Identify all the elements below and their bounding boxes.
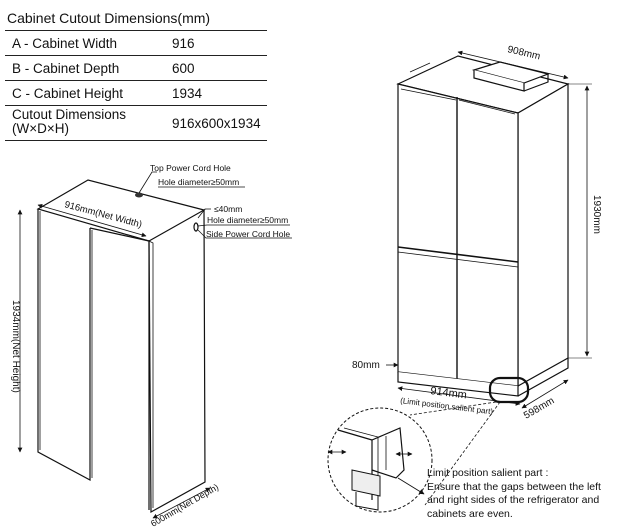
row-value: 916x600x1934 <box>172 116 261 131</box>
row-value: 916 <box>172 36 195 51</box>
note-line2: Ensure that the gaps between the left <box>427 481 601 493</box>
side-hole-icon <box>193 222 199 232</box>
fridge-depth-label: 598mm <box>522 395 556 421</box>
fridge-height-label: 1930mm <box>591 195 602 234</box>
cutout-dimensions-table: Cabinet Cutout Dimensions(mm) A - Cabine… <box>5 6 267 141</box>
note-line4: cabinets are even. <box>427 508 513 520</box>
fridge-width-arrow <box>457 50 569 80</box>
table-row: B - Cabinet Depth 600 <box>5 56 267 81</box>
table-row: C - Cabinet Height 1934 <box>5 81 267 106</box>
refrigerator-drawing <box>396 55 570 397</box>
cabinet-height-label: 1934mm(Net Height) <box>10 300 21 393</box>
row-label: A - Cabinet Width <box>12 36 118 51</box>
side-hole-spec: Hole diameter≥50mm <box>207 215 288 225</box>
cabinet-width-arrow <box>37 203 147 238</box>
row-value: 600 <box>172 61 195 76</box>
side-hole-title: Side Power Cord Hole <box>206 229 290 239</box>
limit-width-label: 914mm <box>430 385 468 401</box>
side-offset-label: ≤40mm <box>214 204 242 214</box>
cabinet-drawing <box>36 179 206 514</box>
top-hole-icon <box>135 192 143 198</box>
salient-part-note: Limit position salient part : Ensure tha… <box>427 467 601 520</box>
row-label: B - Cabinet Depth <box>12 61 120 76</box>
detail-zoom-circle <box>327 407 433 513</box>
row-label: Cutout Dimensions (W×D×H) <box>12 108 126 136</box>
top-hole-title: Top Power Cord Hole <box>150 163 231 173</box>
row-label-line2: (W×D×H) <box>12 121 69 136</box>
fridge-depth-arrow <box>521 379 569 409</box>
top-hole-spec: Hole diameter≥50mm <box>158 177 239 187</box>
salient-part-highlight <box>488 376 530 404</box>
row-label-line1: Cutout Dimensions <box>12 107 127 122</box>
note-line1: Limit position salient part : <box>427 467 548 479</box>
table-row: Cutout Dimensions (W×D×H) 916x600x1934 <box>5 106 267 141</box>
table-title: Cabinet Cutout Dimensions(mm) <box>5 6 267 31</box>
fridge-offset-label: 80mm <box>352 360 380 371</box>
table-row: A - Cabinet Width 916 <box>5 31 267 56</box>
top-hole-leader <box>138 171 157 194</box>
cabinet-depth-arrow <box>152 487 211 519</box>
note-line3: and right sides of the refrigerator and <box>427 494 599 506</box>
row-value: 1934 <box>172 86 203 101</box>
cabinet-depth-label: 600mm(Net Depth) <box>149 482 220 529</box>
row-label: C - Cabinet Height <box>12 86 124 101</box>
fridge-width-label: 908mm <box>506 44 541 62</box>
